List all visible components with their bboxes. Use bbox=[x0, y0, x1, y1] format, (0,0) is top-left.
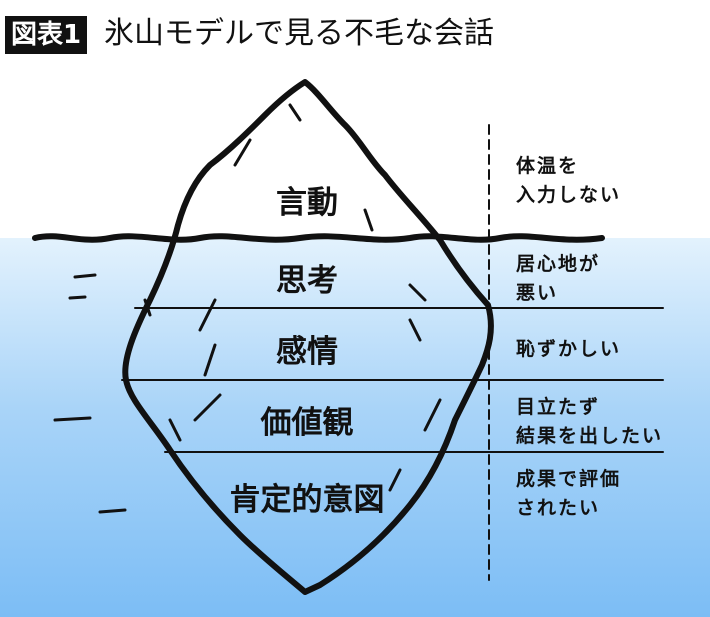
figure-badge: 図表1 bbox=[5, 16, 88, 54]
note-emotion: 恥ずかしい bbox=[516, 335, 621, 364]
note-behavior: 体温を入力しない bbox=[516, 152, 621, 210]
note-line: 体温を bbox=[516, 155, 580, 177]
note-line: 悪い bbox=[516, 282, 559, 304]
water-background bbox=[0, 238, 710, 617]
note-positive-intent: 成果で評価されたい bbox=[516, 465, 621, 523]
note-line: 目立たず bbox=[516, 396, 601, 418]
note-line: されたい bbox=[516, 497, 601, 519]
note-line: 恥ずかしい bbox=[516, 338, 622, 360]
figure-title: 氷山モデルで見る不毛な会話 bbox=[104, 16, 494, 51]
waterline bbox=[32, 233, 605, 243]
layer-label-values: 価値観 bbox=[260, 405, 354, 441]
note-line: 入力しない bbox=[516, 184, 622, 206]
layer-label-emotion: 感情 bbox=[276, 334, 338, 370]
layer-label-behavior: 言動 bbox=[276, 185, 338, 221]
note-line: 結果を出したい bbox=[516, 425, 664, 447]
note-values: 目立たず結果を出したい bbox=[516, 393, 663, 451]
note-line: 成果で評価 bbox=[516, 468, 622, 490]
layer-label-positive-intent: 肯定的意図 bbox=[229, 482, 385, 518]
note-thought: 居心地が悪い bbox=[516, 250, 600, 308]
layer-label-thought: 思考 bbox=[276, 263, 338, 299]
iceberg-outline bbox=[122, 79, 494, 595]
layer-dividers bbox=[121, 307, 664, 453]
note-line: 居心地が bbox=[516, 253, 601, 275]
